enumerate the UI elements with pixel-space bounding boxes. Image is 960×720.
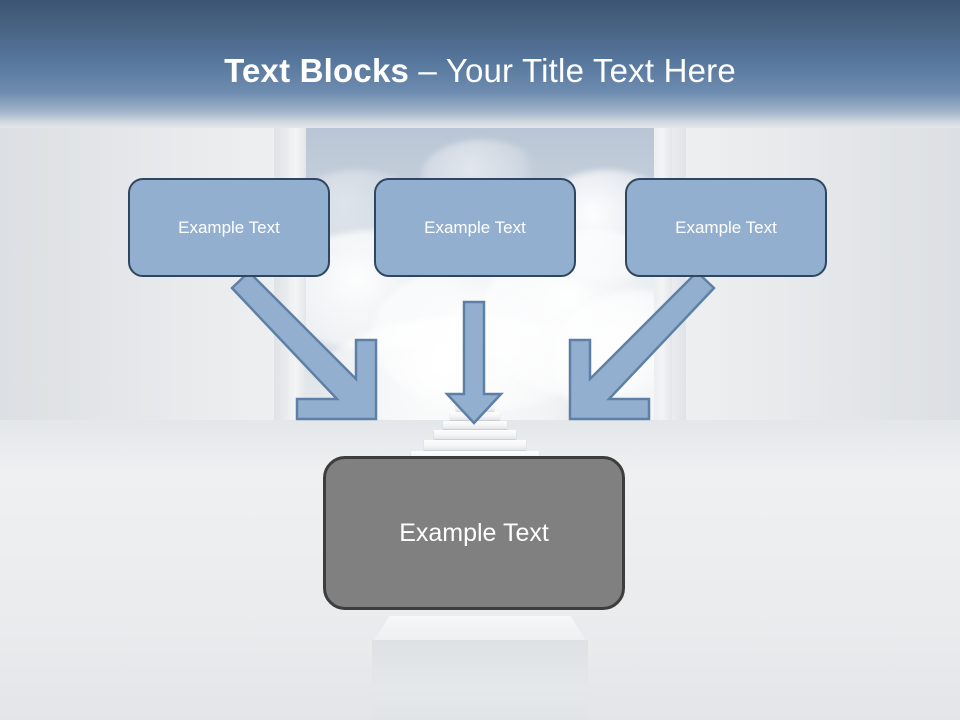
- text-block-2[interactable]: Example Text: [374, 178, 576, 277]
- text-block-3-label: Example Text: [675, 217, 777, 237]
- stair-step: [443, 421, 507, 429]
- pedestal-front-face: [372, 640, 588, 720]
- stair-step: [434, 430, 516, 439]
- page-title: Text Blocks – Your Title Text Here: [0, 52, 960, 90]
- title-banner: Text Blocks – Your Title Text Here: [0, 0, 960, 128]
- stair-step: [450, 412, 500, 420]
- pedestal-top-face: [372, 616, 588, 644]
- text-block-1[interactable]: Example Text: [128, 178, 330, 277]
- text-block-result[interactable]: Example Text: [323, 456, 625, 610]
- stair-step: [456, 404, 494, 411]
- stair-step: [424, 440, 526, 450]
- text-block-2-label: Example Text: [424, 217, 526, 237]
- page-title-bold: Text Blocks: [224, 52, 410, 89]
- page-title-separator: –: [409, 52, 446, 89]
- page-title-rest: Your Title Text Here: [445, 52, 736, 89]
- text-block-3[interactable]: Example Text: [625, 178, 827, 277]
- text-block-1-label: Example Text: [178, 217, 280, 237]
- text-block-result-label: Example Text: [399, 518, 549, 547]
